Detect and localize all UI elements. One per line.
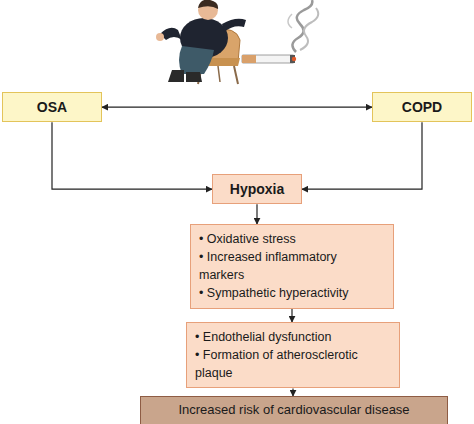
- box-label: Increased risk of cardiovascular disease: [147, 401, 441, 420]
- bullet-text: • Formation of atherosclerotic plaque: [195, 346, 391, 382]
- process-box: Hypoxia: [212, 174, 302, 204]
- connector-arrow: [292, 388, 293, 396]
- connector-arrow: [302, 122, 422, 189]
- bullet-text: • Increased inflammatory markers: [199, 248, 385, 284]
- bullet-text: • Oxidative stress: [199, 230, 385, 248]
- bullet-text: • Sympathetic hyperactivity: [199, 284, 385, 302]
- box-label: OSA: [9, 97, 95, 117]
- outcome-box: Increased risk of cardiovascular disease: [140, 396, 448, 424]
- box-label: COPD: [379, 97, 465, 117]
- connector-arrow: [291, 309, 292, 323]
- connector-arrow: [102, 107, 372, 108]
- condition-box: COPD: [372, 92, 472, 122]
- box-label: Hypoxia: [219, 179, 295, 199]
- mechanism-box: • Oxidative stress• Increased inflammato…: [190, 224, 394, 309]
- condition-box: OSA: [2, 92, 102, 122]
- bullet-text: • Endothelial dysfunction: [195, 328, 391, 346]
- connector-arrow: [256, 204, 257, 224]
- connector-arrow: [52, 122, 212, 189]
- mechanism-box: • Endothelial dysfunction• Formation of …: [186, 322, 400, 388]
